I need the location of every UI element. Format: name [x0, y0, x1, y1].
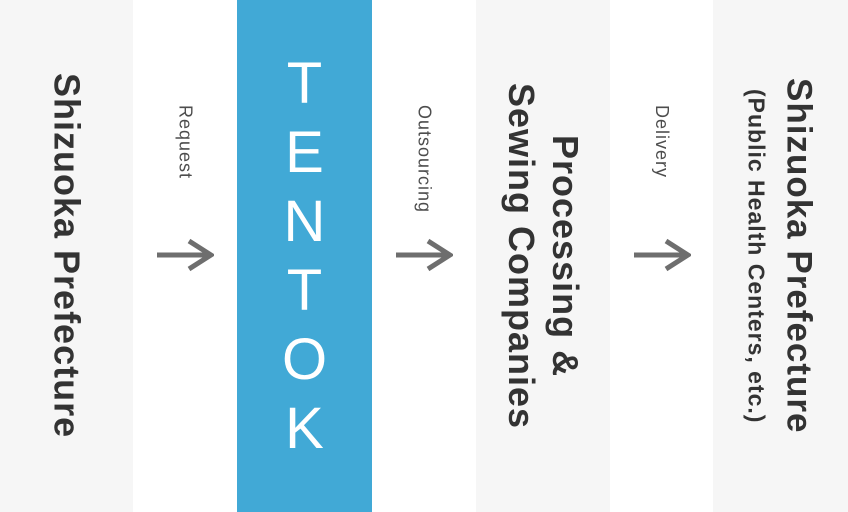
tentok-letter: T	[286, 51, 323, 116]
node-processing-sewing-label: Processing & Sewing Companies	[499, 83, 587, 429]
node-processing-line2: Sewing Companies	[501, 82, 542, 430]
arrow-right-icon	[633, 238, 691, 272]
node-destination-line1: Shizuoka Prefecture	[779, 78, 819, 434]
connector-outsourcing: Outsourcing	[372, 0, 476, 512]
connector-delivery-label: Delivery	[652, 105, 672, 179]
arrow-right-icon	[395, 238, 453, 272]
tentok-letter: T	[286, 258, 323, 323]
tentok-letter: E	[285, 120, 324, 185]
node-destination-label: Shizuoka Prefecture (Public Health Cente…	[739, 78, 823, 434]
node-processing-sewing-companies: Processing & Sewing Companies	[476, 0, 610, 512]
node-shizuoka-prefecture: Shizuoka Prefecture	[0, 0, 133, 512]
connector-outsourcing-label: Outsourcing	[414, 105, 435, 214]
connector-request: Request	[133, 0, 237, 512]
tentok-letter: N	[283, 189, 326, 254]
node-shizuoka-prefecture-health-centers: Shizuoka Prefecture (Public Health Cente…	[713, 0, 848, 512]
node-processing-line1: Processing &	[545, 134, 586, 378]
connector-delivery: Delivery	[610, 0, 713, 512]
node-destination-line2: (Public Health Centers, etc.)	[743, 88, 770, 424]
connector-request-label: Request	[175, 105, 196, 180]
arrow-right-icon	[156, 238, 214, 272]
tentok-letter: O	[281, 327, 328, 392]
tentok-letter: K	[285, 396, 324, 461]
node-shizuoka-prefecture-label: Shizuoka Prefecture	[46, 73, 88, 439]
